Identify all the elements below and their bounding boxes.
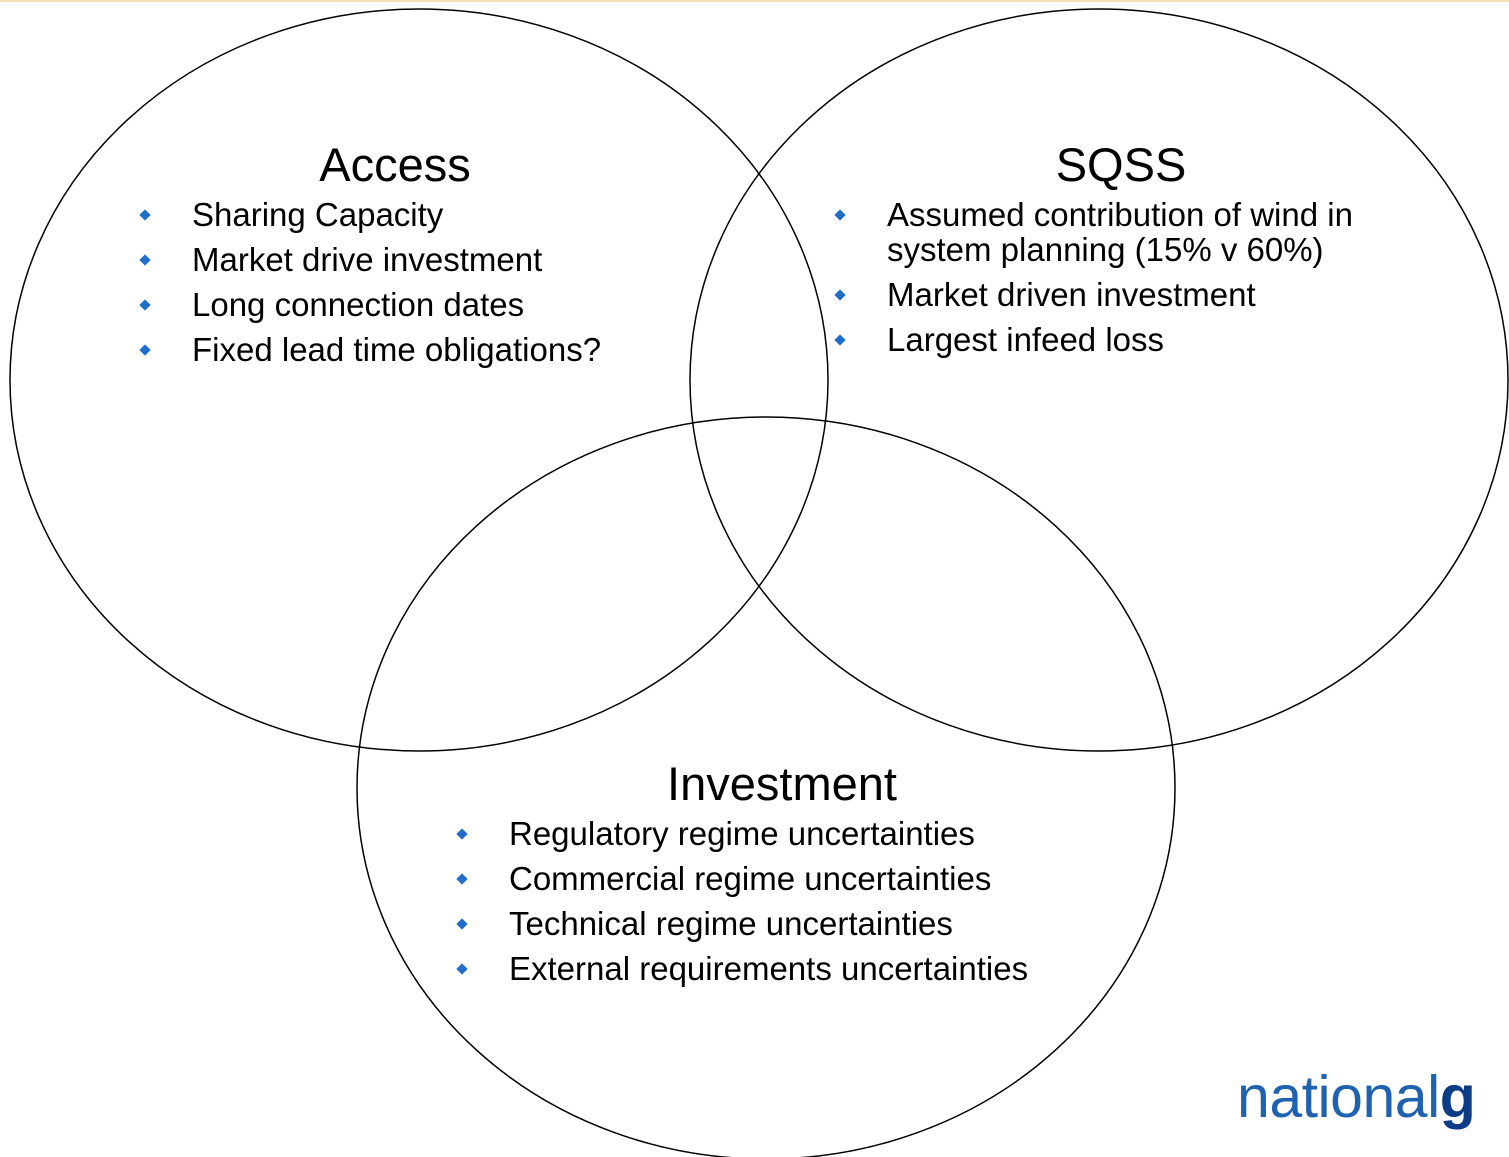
bullet-diamond-icon	[834, 334, 846, 346]
bullet-diamond-icon	[456, 873, 468, 885]
investment-title: Investment	[667, 757, 897, 810]
list-item: Market driven investment	[832, 277, 1447, 312]
bullet-diamond-icon	[139, 299, 151, 311]
bullet-diamond-icon	[834, 209, 846, 221]
list-item: Long connection dates	[137, 287, 601, 322]
sqss-circle	[689, 8, 1509, 752]
access-list: Sharing Capacity Market drive investment…	[137, 197, 601, 377]
bullet-diamond-icon	[139, 254, 151, 266]
investment-list: Regulatory regime uncertainties Commerci…	[454, 816, 1028, 996]
list-item: Technical regime uncertainties	[454, 906, 1028, 941]
top-rule	[0, 0, 1509, 2]
bullet-diamond-icon	[456, 828, 468, 840]
bullet-diamond-icon	[456, 963, 468, 975]
investment-circle	[356, 416, 1176, 1157]
list-item: Commercial regime uncertainties	[454, 861, 1028, 896]
list-item: Regulatory regime uncertainties	[454, 816, 1028, 851]
list-item: External requirements uncertainties	[454, 951, 1028, 986]
access-title: Access	[319, 138, 471, 191]
bullet-diamond-icon	[139, 344, 151, 356]
sqss-title: SQSS	[1055, 138, 1187, 191]
national-grid-logo: nationalg	[1237, 1064, 1476, 1130]
bullet-diamond-icon	[834, 289, 846, 301]
bullet-diamond-icon	[139, 209, 151, 221]
list-item: Assumed contribution of wind in system p…	[832, 197, 1447, 267]
access-circle	[9, 8, 829, 752]
list-item: Fixed lead time obligations?	[137, 332, 601, 367]
list-item: Sharing Capacity	[137, 197, 601, 232]
list-item: Market drive investment	[137, 242, 601, 277]
list-item: Largest infeed loss	[832, 322, 1447, 357]
sqss-list: Assumed contribution of wind in system p…	[832, 197, 1447, 367]
bullet-diamond-icon	[456, 918, 468, 930]
